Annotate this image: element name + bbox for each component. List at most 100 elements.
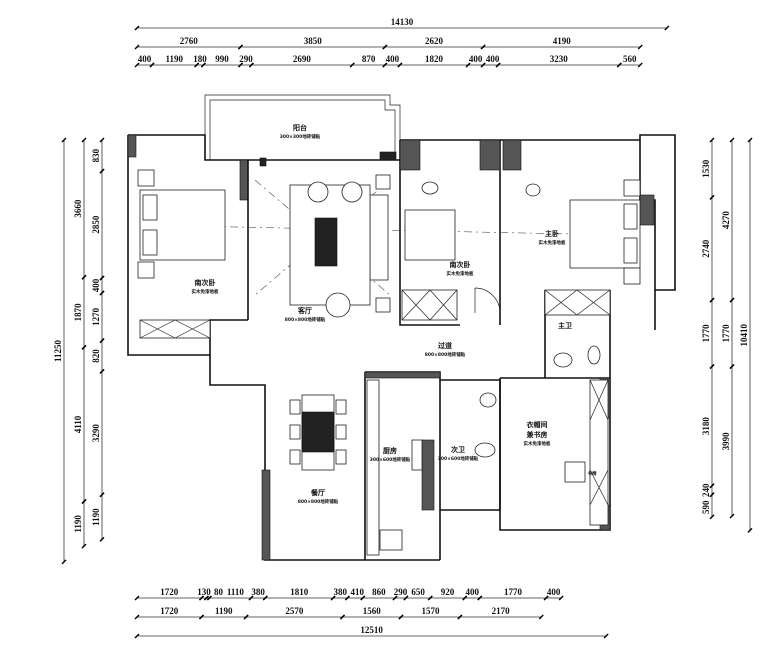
wardrobe-cross [139, 319, 211, 339]
dining-chair [289, 399, 301, 415]
dimension-tick [709, 297, 715, 303]
dimension-label: 650 [411, 587, 425, 597]
dimension-tick [134, 25, 140, 31]
dimension-tick [398, 614, 404, 620]
dimension-tick [99, 368, 105, 374]
dining-chair [289, 449, 301, 465]
dimension-label: 1560 [363, 606, 382, 616]
bed [404, 209, 456, 261]
dimension-label: 2850 [91, 215, 101, 234]
wardrobe-cross [544, 289, 611, 316]
dimension-tick [382, 62, 388, 68]
toilet [525, 183, 541, 197]
dimension-tick [729, 513, 735, 519]
dimension-tick [81, 543, 87, 549]
dimension-label: 3660 [73, 199, 83, 218]
dimension-tick [134, 62, 140, 68]
washbasin [479, 392, 497, 408]
dimension-tick [238, 44, 243, 50]
dimension-tick [238, 62, 243, 68]
dimension-tick [462, 595, 468, 601]
dimension-label: 180 [193, 54, 207, 64]
corridor-label: 过道 [438, 341, 452, 350]
dimension-tick [99, 536, 105, 542]
dimension-tick [134, 595, 140, 601]
wardrobe [401, 289, 458, 321]
dimension-tick [709, 514, 715, 520]
lounge-chair [325, 292, 351, 318]
dimension-label: 1770 [721, 324, 731, 343]
room-labels: 阳台 300×300地砖铺贴 南次卧 实木免漆地板 客厅 800×800地砖铺贴… [192, 123, 597, 505]
wall-column [259, 157, 267, 167]
wall-column [261, 469, 271, 561]
dimension-tick [382, 44, 388, 50]
dimension-label: 2740 [701, 239, 711, 258]
toilet [474, 442, 496, 458]
dimension-tick [397, 62, 403, 68]
dimension-label: 2690 [293, 54, 312, 64]
dimension-tick [99, 290, 105, 296]
side-table [375, 297, 391, 313]
washbasin [553, 352, 573, 368]
dimension-label: 1570 [421, 606, 440, 616]
dining-room-floor: 800×800地砖铺贴 [298, 498, 339, 505]
closet-label: 衣帽间 [527, 420, 548, 429]
dimension-tick [99, 492, 105, 498]
dimension-tick [480, 62, 486, 68]
wardrobe [589, 379, 609, 526]
wall-column [502, 139, 522, 171]
left-bedroom-label: 南次卧 [195, 278, 216, 287]
dimension-label: 11250 [53, 339, 63, 362]
nightstand [137, 261, 155, 279]
dimension-label: 400 [138, 54, 152, 64]
dimension-label: 1530 [701, 159, 711, 178]
dimension-label: 3230 [550, 54, 569, 64]
dimension-label: 240 [701, 483, 711, 497]
dimension-tick [729, 297, 735, 303]
table-runner [301, 411, 335, 453]
dimension-label: 920 [441, 587, 455, 597]
dimension-tick [360, 595, 366, 601]
dimension-label: 4270 [721, 211, 731, 230]
dimension-label: 400 [466, 587, 480, 597]
dimension-tick [427, 595, 433, 601]
dining-chair [335, 424, 347, 440]
left-bedroom-floor: 实木免漆地板 [192, 288, 219, 295]
dimension-tick [747, 527, 753, 533]
dimension-tick [729, 364, 735, 369]
wardrobe [139, 319, 211, 339]
dimension-tick [81, 274, 87, 280]
dimension-tick [330, 595, 336, 601]
dimension-label: 1110 [227, 587, 245, 597]
dimension-tick [403, 595, 409, 601]
dimension-tick [134, 614, 140, 620]
dimension-tick [709, 483, 715, 489]
axis-line [254, 179, 391, 296]
living-room-floor: 800×800地砖铺贴 [285, 316, 326, 323]
dimension-tick [349, 62, 355, 68]
dimension-tick [709, 194, 715, 200]
dimension-tick [248, 595, 254, 601]
dimension-label: 590 [701, 500, 711, 514]
dimension-tick [637, 44, 643, 50]
dimension-label: 1270 [91, 307, 101, 326]
coffee-table [314, 217, 338, 267]
dimension-tick [134, 633, 140, 639]
dimension-label: 990 [215, 54, 229, 64]
wall-column [421, 439, 435, 511]
dimension-tick [709, 492, 715, 498]
desk-chair [564, 461, 586, 483]
dimension-label: 3990 [721, 432, 731, 451]
dimension-tick [134, 44, 140, 50]
dimension-label: 3180 [701, 417, 711, 436]
dimension-label: 2760 [180, 36, 199, 46]
nightstand [623, 179, 641, 197]
toilet [587, 345, 601, 365]
dimension-tick [199, 614, 204, 620]
dimension-label: 560 [623, 54, 637, 64]
counter [366, 379, 380, 556]
pillow [142, 229, 158, 256]
living-wall [247, 159, 400, 320]
